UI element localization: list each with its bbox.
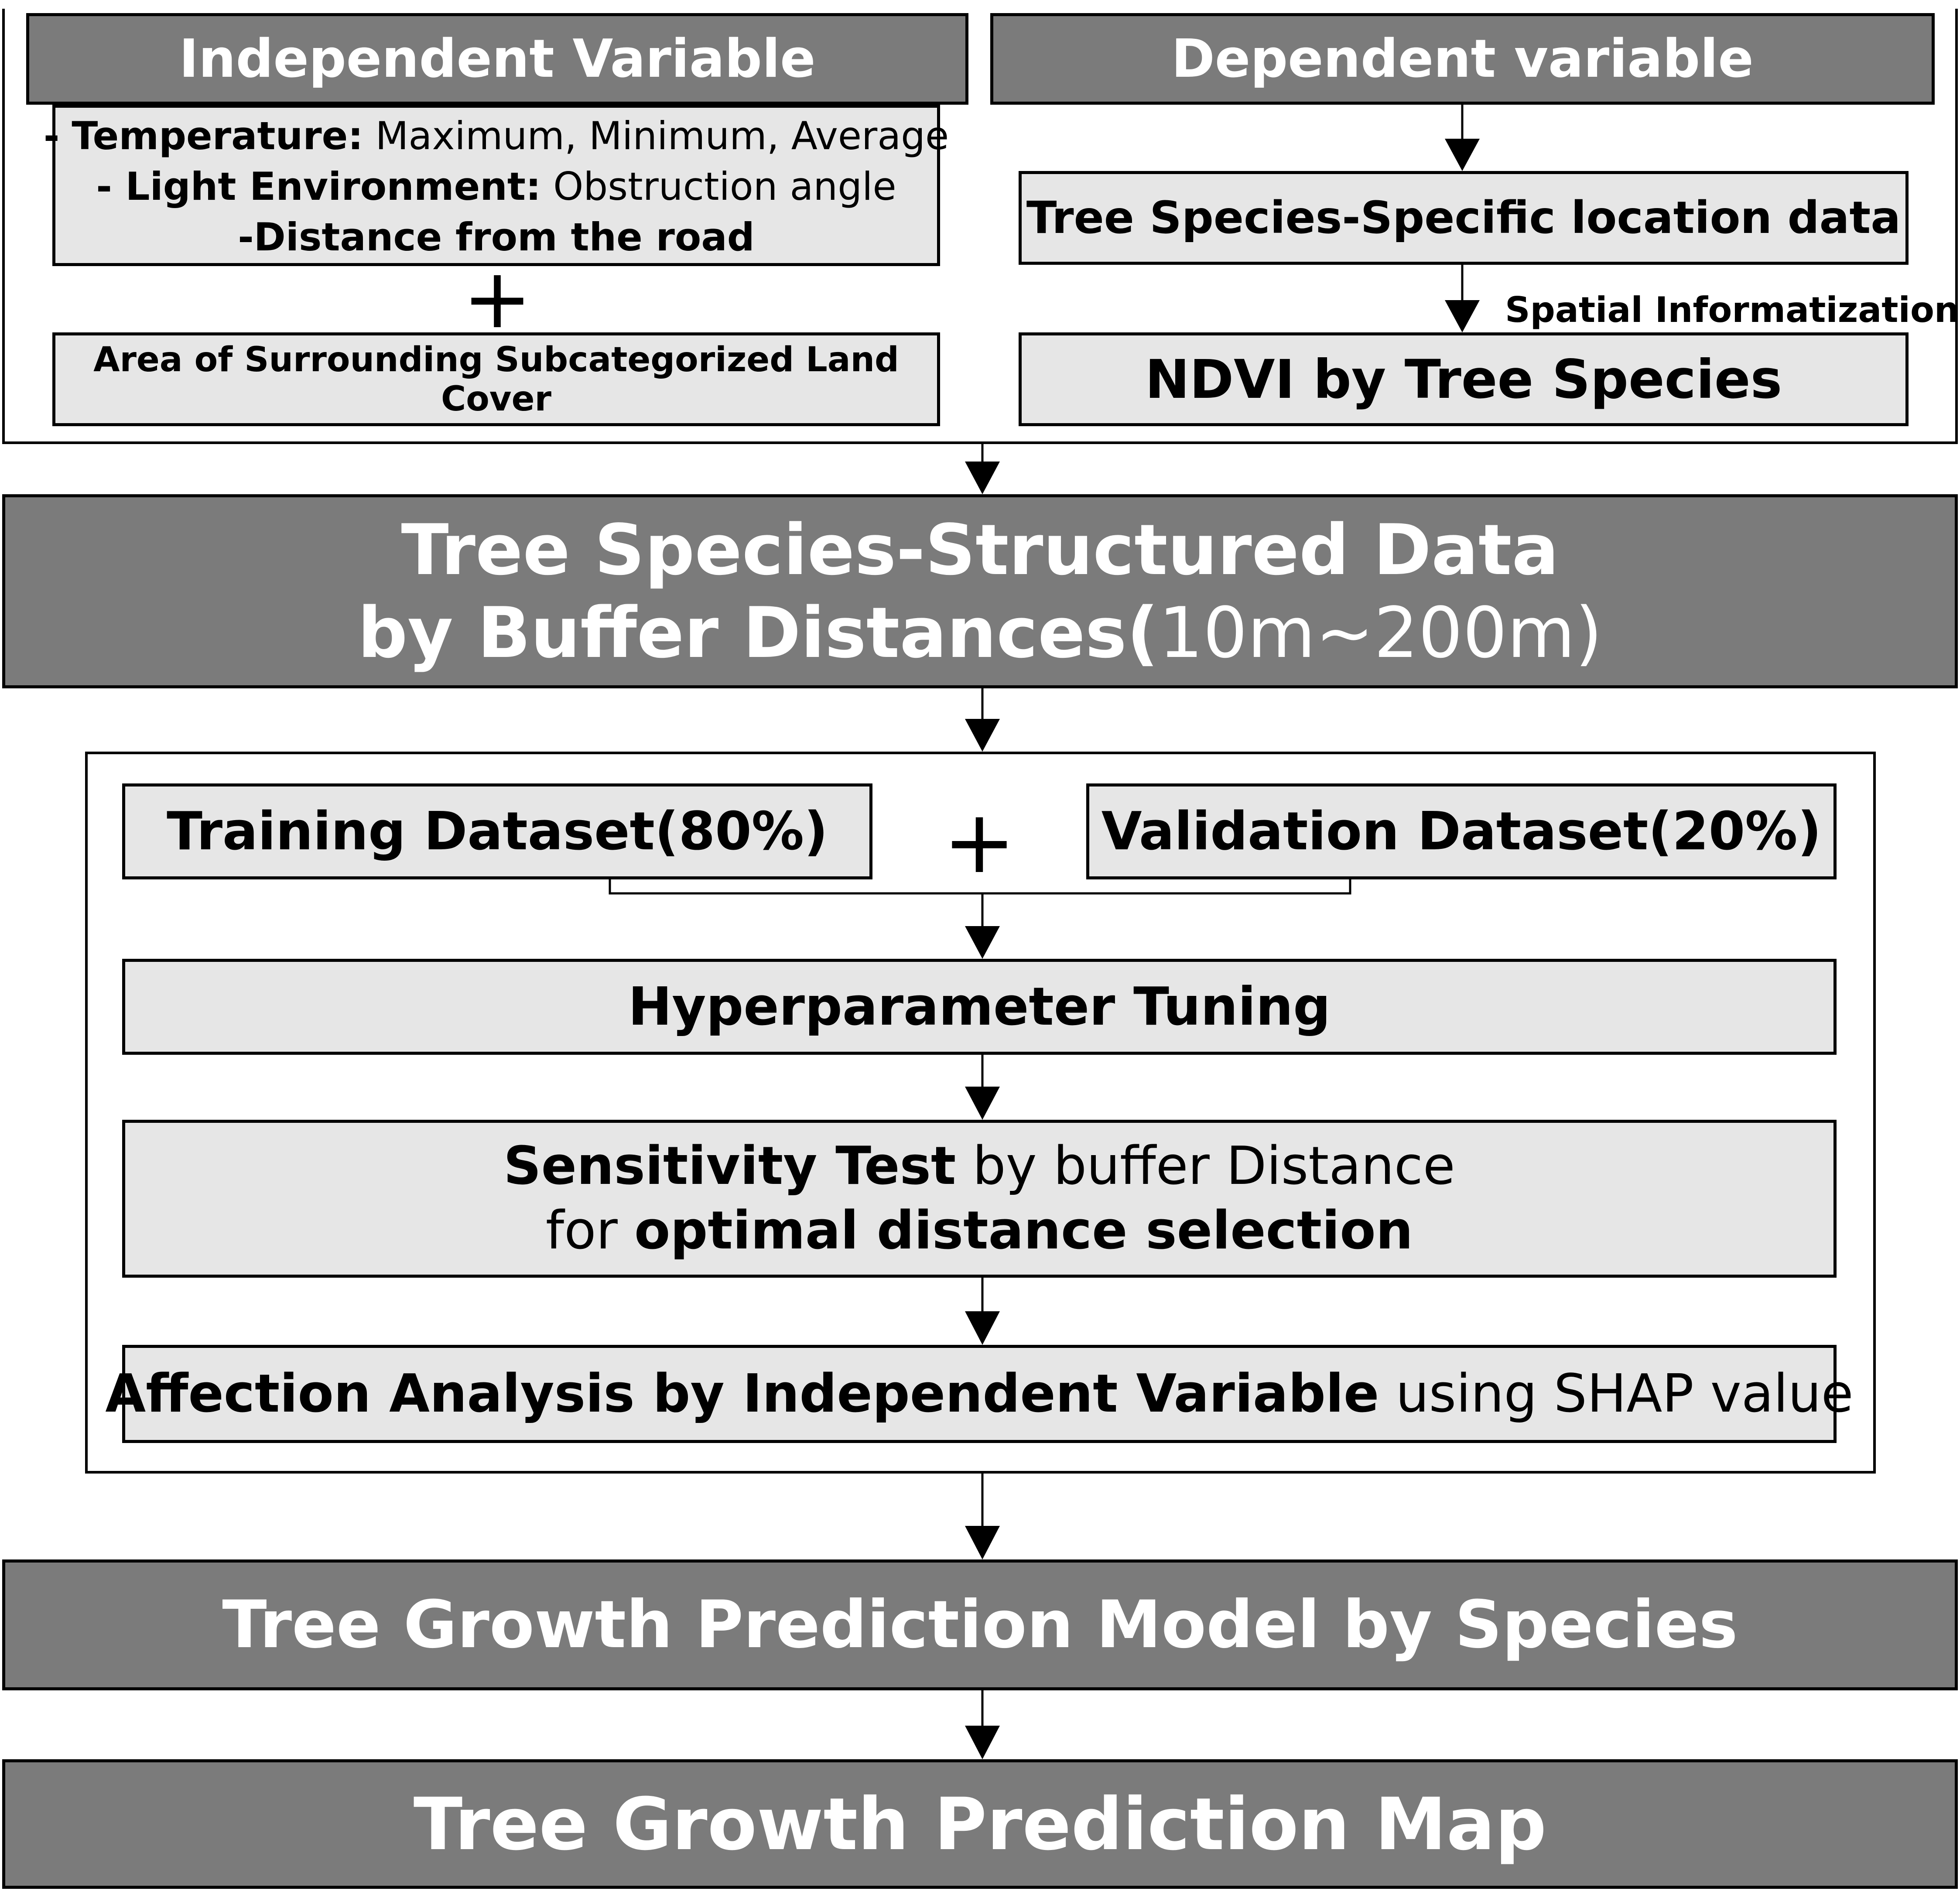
- structured-data-box: Tree Species-Structured Data by Buffer D…: [2, 494, 1958, 688]
- spatial-informatization-label: Spatial Informatization: [1505, 289, 1959, 330]
- dependent-variable-header: Dependent variable: [990, 13, 1935, 105]
- independent-variable-list: - Temperature: Maximum, Minimum, Average…: [44, 105, 949, 266]
- sensitivity-line1: Sensitivity Test by buffer Distance: [503, 1134, 1455, 1199]
- temperature-label: Temperature:: [72, 113, 363, 158]
- sensitivity-buffer-text: by buffer Distance: [956, 1136, 1455, 1197]
- location-data-box: Tree Species-Specific location data: [1019, 171, 1909, 265]
- validation-dataset-box: Validation Dataset(20%): [1086, 783, 1837, 879]
- structured-data-range: 10m~200m): [1158, 592, 1603, 674]
- training-dataset-box: Training Dataset(80%): [122, 783, 872, 879]
- temperature-line: - Temperature: Maximum, Minimum, Average: [44, 111, 949, 161]
- structured-data-line1: Tree Species-Structured Data: [401, 509, 1559, 591]
- plus-sign-top: +: [462, 250, 532, 347]
- model-process-frame: [85, 752, 1876, 1474]
- input-variables-frame: [2, 9, 1958, 444]
- sensitivity-test-label: Sensitivity Test: [503, 1136, 956, 1197]
- land-cover-box: Area of Surrounding Subcategorized Land …: [52, 332, 940, 426]
- structured-data-line2-bold: by Buffer Distances(: [357, 592, 1159, 674]
- sensitivity-test-box: Sensitivity Test by buffer Distance for …: [122, 1120, 1837, 1278]
- sensitivity-for-text: for: [545, 1200, 635, 1261]
- arrow-head-structured-to-block: [965, 719, 1000, 752]
- independent-variable-header: Independent Variable: [26, 13, 968, 105]
- light-environment-values: Obstruction angle: [541, 164, 896, 209]
- light-environment-line: - Light Environment: Obstruction angle: [96, 161, 896, 212]
- plus-sign-datasets: +: [943, 791, 1016, 893]
- ndvi-box: NDVI by Tree Species: [1019, 332, 1909, 426]
- affection-analysis-box: Affection Analysis by Independent Variab…: [105, 1345, 1854, 1443]
- prediction-model-box: Tree Growth Prediction Model by Species: [2, 1559, 1958, 1690]
- optimal-distance-label: optimal distance selection: [634, 1200, 1413, 1261]
- shap-value-text: using SHAP value: [1379, 1364, 1854, 1424]
- temperature-values: Maximum, Minimum, Average: [363, 113, 949, 158]
- light-environment-label: - Light Environment:: [96, 164, 541, 209]
- arrow-head-block-to-model: [965, 1526, 1000, 1559]
- structured-data-line2: by Buffer Distances(10m~200m): [358, 592, 1602, 674]
- prediction-map-box: Tree Growth Prediction Map: [2, 1759, 1958, 1889]
- affection-analysis-label: Affection Analysis by Independent Variab…: [105, 1364, 1379, 1424]
- arrow-head-frame-to-structured: [965, 462, 1000, 494]
- arrow-head-model-to-map: [965, 1726, 1000, 1759]
- distance-road-label: -Distance from the road: [238, 215, 755, 260]
- temperature-bullet: -: [43, 113, 60, 158]
- distance-road-line: -Distance from the road: [238, 212, 754, 263]
- affection-analysis-line: Affection Analysis by Independent Variab…: [105, 1364, 1853, 1424]
- hyperparameter-tuning-box: Hyperparameter Tuning: [122, 959, 1837, 1055]
- sensitivity-line2: for optimal distance selection: [546, 1199, 1413, 1263]
